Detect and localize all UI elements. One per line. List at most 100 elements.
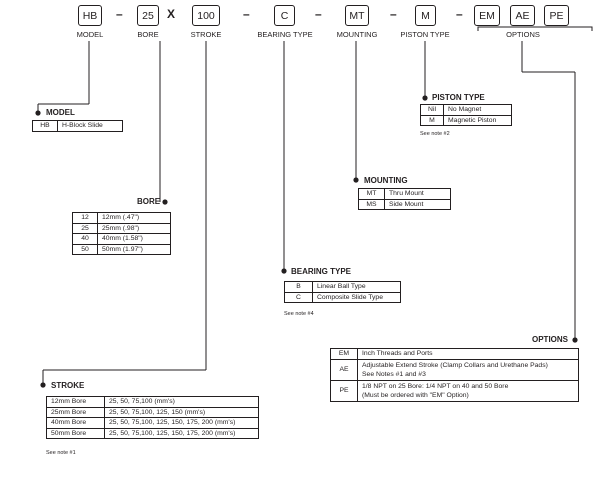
code-label-options: OPTIONS — [506, 30, 540, 39]
table-row: AE Adjustable Extend Stroke (Clamp Colla… — [330, 358, 579, 381]
code-box-model: HB — [78, 5, 102, 26]
table-row: 50 50mm (1.97") — [72, 243, 171, 255]
code-box-piston: M — [415, 5, 436, 26]
mounting-code: MS — [358, 198, 385, 210]
piston-type-title: PISTON TYPE — [432, 93, 485, 102]
bore-title: BORE — [137, 197, 161, 206]
code-label-mounting: MOUNTING — [336, 30, 378, 39]
separator-dash: – — [315, 7, 322, 21]
bore-code: 25 — [72, 222, 98, 234]
stroke-bore: 12mm Bore — [46, 396, 105, 408]
separator-x: X — [167, 7, 176, 21]
option-code: PE — [330, 379, 358, 402]
option-desc: Inch Threads and Ports — [357, 348, 579, 360]
piston-desc: No Magnet — [443, 104, 512, 116]
bearing-desc: Linear Ball Type — [312, 281, 401, 293]
code-box-bearing: C — [274, 5, 295, 26]
table-row: 25 25mm (.98") — [72, 222, 171, 234]
bearing-code: B — [284, 281, 313, 293]
table-row: C Composite Slide Type — [284, 291, 401, 303]
bore-code: 50 — [72, 243, 98, 255]
code-label-bore: BORE — [137, 30, 159, 39]
stroke-values: 25, 50, 75,100, 125, 150, 175, 200 (mm's… — [104, 417, 259, 429]
table-row: 50mm Bore 25, 50, 75,100, 125, 150, 175,… — [46, 427, 259, 439]
stroke-values: 25, 50, 75,100, 125, 150 (mm's) — [104, 406, 259, 418]
separator-dash: – — [116, 7, 123, 21]
stroke-values: 25, 50, 75,100 (mm's) — [104, 396, 259, 408]
table-row: 25mm Bore 25, 50, 75,100, 125, 150 (mm's… — [46, 406, 259, 418]
bore-dot — [162, 199, 168, 205]
mounting-dot — [353, 177, 359, 183]
piston-desc: Magnetic Piston — [443, 114, 512, 126]
mounting-title: MOUNTING — [364, 176, 408, 185]
option-code: AE — [330, 358, 358, 381]
stroke-note: See note #1 — [46, 450, 76, 456]
mounting-table: MT Thru Mount MS Side Mount — [358, 188, 451, 210]
code-box-stroke: 100 — [192, 5, 220, 26]
options-dot — [572, 337, 578, 343]
model-desc: H-Block Slide — [57, 120, 123, 132]
table-row: HB H-Block Slide — [32, 120, 123, 132]
option-code: EM — [330, 348, 358, 360]
option-desc: 1/8 NPT on 25 Bore: 1/4 NPT on 40 and 50… — [357, 379, 579, 402]
table-row: B Linear Ball Type — [284, 281, 401, 293]
separator-dash: – — [243, 7, 250, 21]
stroke-bore: 50mm Bore — [46, 427, 105, 439]
mounting-desc: Side Mount — [384, 198, 451, 210]
stroke-bore: 25mm Bore — [46, 406, 105, 418]
bearing-dot — [281, 268, 287, 274]
mounting-desc: Thru Mount — [384, 188, 451, 200]
model-table: HB H-Block Slide — [32, 120, 123, 132]
model-dot — [35, 110, 41, 116]
table-row: PE 1/8 NPT on 25 Bore: 1/4 NPT on 40 and… — [330, 379, 579, 402]
table-row: 12 12mm (.47") — [72, 212, 171, 224]
option-desc: Adjustable Extend Stroke (Clamp Collars … — [357, 358, 579, 381]
separator-dash: – — [390, 7, 397, 21]
table-row: 40 40mm (1.58") — [72, 233, 171, 245]
table-row: 40mm Bore 25, 50, 75,100, 125, 150, 175,… — [46, 417, 259, 429]
code-label-stroke: STROKE — [190, 30, 222, 39]
stroke-dot — [40, 382, 46, 388]
bore-desc: 40mm (1.58") — [97, 233, 171, 245]
bore-desc: 50mm (1.97") — [97, 243, 171, 255]
options-title: OPTIONS — [532, 335, 569, 344]
code-box-option-pe: PE — [544, 5, 569, 26]
table-row: 12mm Bore 25, 50, 75,100 (mm's) — [46, 396, 259, 408]
bearing-type-table: B Linear Ball Type C Composite Slide Typ… — [284, 281, 401, 303]
piston-type-note: See note #2 — [420, 131, 450, 137]
bearing-type-title: BEARING TYPE — [291, 267, 352, 276]
bore-desc: 12mm (.47") — [97, 212, 171, 224]
code-box-option-em: EM — [474, 5, 500, 26]
stroke-bore: 40mm Bore — [46, 417, 105, 429]
piston-code: M — [420, 114, 444, 126]
stroke-table: 12mm Bore 25, 50, 75,100 (mm's) 25mm Bor… — [46, 396, 259, 439]
table-row: M Magnetic Piston — [420, 114, 512, 126]
bearing-code: C — [284, 291, 313, 303]
table-row: MT Thru Mount — [358, 188, 451, 200]
code-label-model: MODEL — [76, 30, 104, 39]
options-table: EM Inch Threads and Ports AE Adjustable … — [330, 348, 579, 402]
bore-desc: 25mm (.98") — [97, 222, 171, 234]
separator-dash: – — [456, 7, 463, 21]
code-box-bore: 25 — [137, 5, 159, 26]
bore-code: 40 — [72, 233, 98, 245]
stroke-title: STROKE — [51, 381, 85, 390]
model-code: HB — [32, 120, 58, 132]
piston-type-table: Nil No Magnet M Magnetic Piston — [420, 104, 512, 126]
code-label-bearing: BEARING TYPE — [257, 30, 313, 39]
bearing-type-note: See note #4 — [284, 311, 314, 317]
code-box-mounting: MT — [345, 5, 369, 26]
piston-code: Nil — [420, 104, 444, 116]
table-row: EM Inch Threads and Ports — [330, 348, 579, 360]
mounting-code: MT — [358, 188, 385, 200]
code-label-piston: PISTON TYPE — [400, 30, 450, 39]
stroke-values: 25, 50, 75,100, 125, 150, 175, 200 (mm's… — [104, 427, 259, 439]
piston-dot — [422, 95, 428, 101]
bearing-desc: Composite Slide Type — [312, 291, 401, 303]
table-row: MS Side Mount — [358, 198, 451, 210]
table-row: Nil No Magnet — [420, 104, 512, 116]
bore-table: 12 12mm (.47") 25 25mm (.98") 40 40mm (1… — [72, 212, 171, 255]
model-title: MODEL — [46, 108, 75, 117]
code-box-option-ae: AE — [510, 5, 535, 26]
